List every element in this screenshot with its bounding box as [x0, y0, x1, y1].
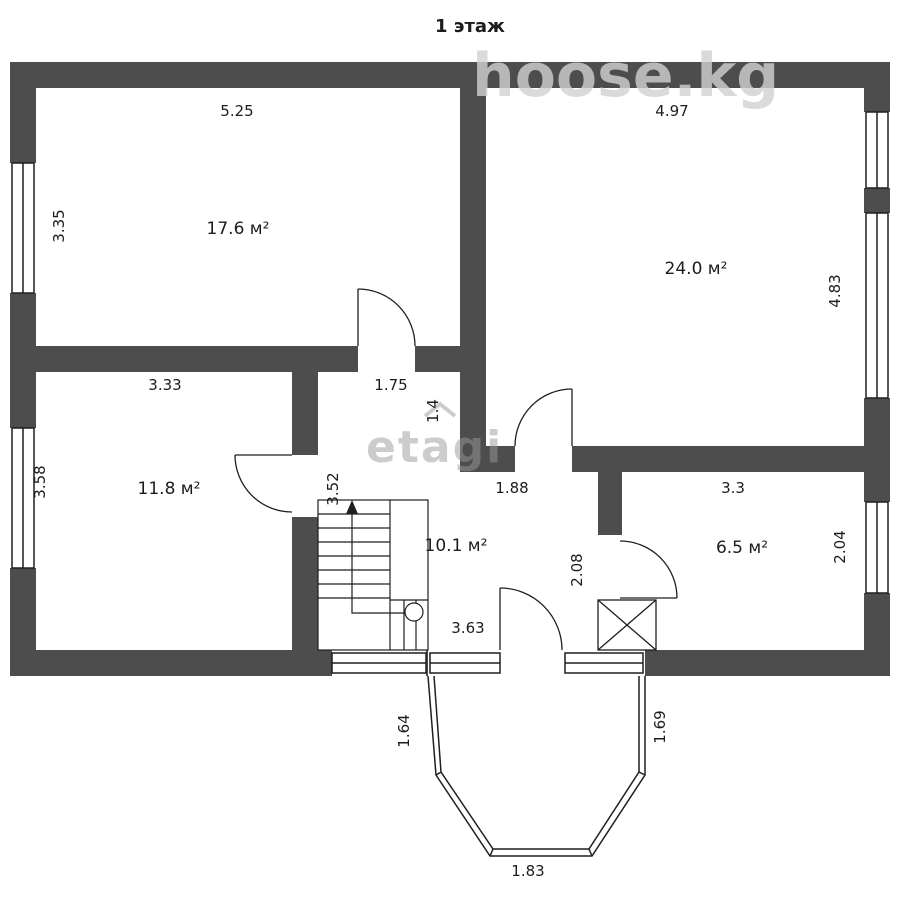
doors [234, 288, 678, 651]
wall-b-top [292, 346, 318, 455]
door-room-11-8 [234, 454, 293, 513]
bay-mullion-3 [588, 848, 593, 857]
dim-3-63: 3.63 [451, 619, 484, 637]
bay-window [427, 675, 646, 857]
wall-c-top [598, 446, 622, 535]
room-label-24-0: 24.0 м² [665, 259, 728, 279]
dim-3-58: 3.58 [31, 465, 49, 498]
door-room-17-6 [357, 288, 416, 347]
wall-bottom-right [645, 650, 890, 676]
dim-2-04: 2.04 [831, 530, 849, 563]
bay-mullion-2 [489, 848, 494, 857]
dim-3-33: 3.33 [148, 376, 181, 394]
door-room-6-5 [619, 540, 678, 599]
stairs-direction-line [351, 510, 406, 614]
window-bay-right [564, 652, 644, 674]
wall-right-seg2 [864, 188, 890, 213]
stairs-arrow-icon [346, 500, 358, 514]
dim-1-69: 1.69 [651, 710, 669, 743]
dim-1-4: 1.4 [424, 399, 442, 423]
wall-top [10, 62, 890, 88]
window-left-1 [10, 162, 36, 294]
stairs-outline [317, 499, 429, 651]
etagi-watermark: etagi [366, 401, 503, 473]
watermark-center-text: etagi [366, 422, 503, 473]
wall-h2-left [460, 446, 515, 472]
wall-left-seg1 [10, 62, 36, 163]
bay-outer-line [427, 675, 646, 857]
dim-1-75: 1.75 [374, 376, 407, 394]
wall-right-seg1 [864, 62, 890, 112]
bay-inner-line [433, 675, 640, 850]
stairs [317, 499, 429, 651]
dim-5-25: 5.25 [220, 102, 253, 120]
dim-3-52: 3.52 [324, 472, 342, 505]
room-label-17-6: 17.6 м² [207, 219, 270, 239]
door-room-24-0 [514, 388, 573, 447]
dim-2-08: 2.08 [568, 553, 586, 586]
walls [10, 62, 890, 676]
window-bay-left [429, 652, 501, 674]
door-bay [499, 587, 563, 651]
room-label-6-5: 6.5 м² [716, 538, 768, 558]
window-left-2 [10, 427, 36, 569]
page-title: 1 этаж [435, 16, 505, 37]
dim-1-83: 1.83 [511, 862, 544, 880]
window-right-2 [864, 212, 890, 399]
wall-h2-right [572, 446, 890, 472]
room-label-10-1: 10.1 м² [425, 536, 488, 556]
etagi-roof-icon [423, 401, 457, 418]
bay-mullion-1 [435, 771, 442, 776]
room-label-11-8: 11.8 м² [138, 479, 201, 499]
bay-mullion-4 [638, 771, 646, 776]
dim-4-83: 4.83 [826, 274, 844, 307]
dim-4-97: 4.97 [655, 102, 688, 120]
wall-b-bottom [292, 517, 318, 676]
window-bottom-under-stairs [331, 650, 427, 676]
window-right-1 [864, 111, 890, 189]
windows [10, 111, 890, 676]
dim-3-35: 3.35 [50, 209, 68, 242]
dim-1-64: 1.64 [395, 714, 413, 747]
wall-a-vertical [460, 62, 486, 470]
dim-3-3: 3.3 [721, 479, 745, 497]
watermark-top: hoose.kg [472, 41, 779, 111]
shaft-cross-2 [597, 599, 657, 651]
dim-1-88: 1.88 [495, 479, 528, 497]
window-right-3 [864, 501, 890, 594]
stairs-post [404, 602, 424, 622]
shaft [597, 599, 657, 651]
